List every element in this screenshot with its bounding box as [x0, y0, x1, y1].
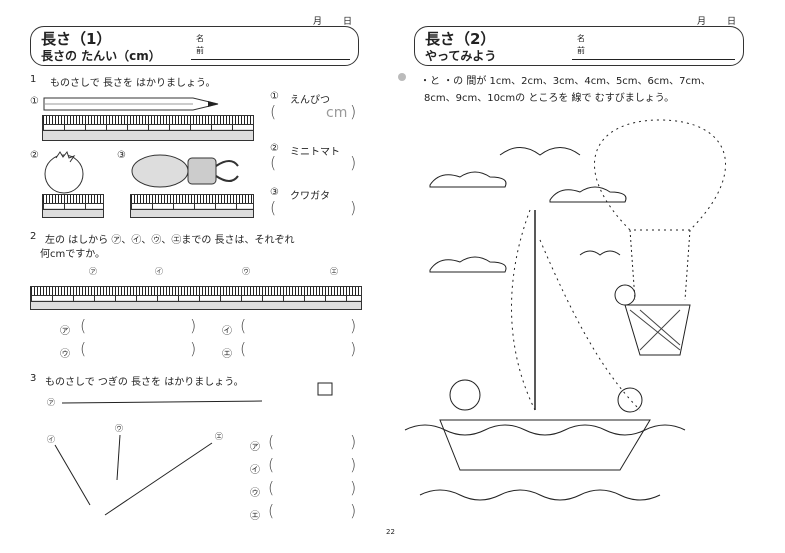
answer-label: ミニトマト	[290, 147, 340, 158]
answer-number: ③	[270, 187, 279, 198]
page-number: 22	[386, 528, 395, 536]
answer-paren-open: (	[270, 153, 277, 172]
page-title: 長さ（2）	[425, 30, 496, 48]
marker-i: ㋑	[155, 267, 163, 276]
item-number: ②	[30, 150, 39, 161]
name-label: 名	[577, 34, 585, 43]
answer-label: ㋑	[222, 326, 232, 337]
page-title: 長さ（1）	[41, 30, 112, 48]
line-label: ㋓	[215, 432, 223, 441]
q1-number: 1	[30, 74, 37, 85]
answer-field-tomato[interactable]	[280, 153, 348, 173]
q2-text-2: 何cmですか。	[40, 249, 106, 260]
month-label: 月	[697, 17, 707, 27]
line-label: ㋐	[47, 398, 55, 407]
item-number: ①	[30, 96, 39, 107]
page-subtitle: やってみよう	[425, 49, 497, 63]
answer-label: ㋒	[60, 349, 70, 360]
answer-number: ①	[270, 91, 279, 102]
name-label: 名	[196, 34, 204, 43]
balloon-boat-dot-picture	[404, 119, 727, 501]
answer-label: えんぴつ	[290, 95, 330, 106]
marker-a: ㋐	[89, 267, 97, 276]
bullet-icon	[398, 73, 406, 81]
day-label: 日	[727, 17, 737, 27]
answer-paren-close: )	[350, 102, 357, 121]
left-header: 長さ（1） 長さの たんい（cm） 名 前	[30, 26, 359, 66]
answer-paren-close: )	[350, 153, 357, 172]
q3-number: 3	[30, 373, 37, 384]
answer-field-pencil[interactable]	[280, 102, 325, 122]
q2-number: 2	[30, 231, 37, 242]
q1-text: ものさしで 長さを はかりましょう。	[50, 78, 216, 89]
q3-text: ものさしで つぎの 長さを はかりましょう。	[45, 377, 244, 388]
marker-e: ㋓	[330, 267, 338, 276]
line-label: ㋑	[47, 435, 55, 444]
line-label: ㋒	[115, 424, 123, 433]
right-header: 長さ（2） やってみよう 名 前	[414, 26, 744, 66]
answer-number: ②	[270, 143, 279, 154]
unit-label: cm	[326, 105, 348, 121]
answer-paren-open: (	[270, 102, 277, 121]
answer-label: ㋓	[222, 349, 232, 360]
q2-text: 左の はしから ㋐、㋑、㋒、㋓までの 長さは、それぞれ	[45, 235, 295, 246]
ruler	[130, 194, 254, 218]
answer-label: ㋑	[250, 465, 260, 476]
marker-u: ㋒	[242, 267, 250, 276]
instruction-text: ・と ・の 間が 1cm、2cm、3cm、4cm、5cm、6cm、7cm、	[420, 76, 711, 87]
pencil-image	[43, 97, 219, 111]
instruction-text-2: 8cm、9cm、10cmの ところを 線で むすびましょう。	[424, 93, 675, 104]
answer-label: ㋐	[60, 326, 70, 337]
page-subtitle: 長さの たんい（cm）	[41, 49, 161, 63]
day-label: 日	[343, 17, 353, 27]
item-number: ③	[117, 150, 126, 161]
month-label: 月	[313, 17, 323, 27]
ruler	[42, 194, 104, 218]
name-field[interactable]	[572, 59, 735, 60]
measure-lines	[54, 382, 333, 516]
answer-label: ㋐	[250, 442, 260, 453]
answer-label: ㋓	[250, 511, 260, 522]
name-label: 前	[196, 46, 204, 55]
answer-label: クワガタ	[290, 191, 330, 202]
answer-paren-open: (	[270, 198, 277, 217]
answer-field-beetle[interactable]	[280, 198, 348, 218]
stag-beetle-image	[131, 154, 239, 188]
ruler	[42, 115, 254, 141]
name-label: 前	[577, 46, 585, 55]
tomato-image	[44, 150, 84, 194]
name-field[interactable]	[191, 59, 350, 60]
answer-paren-close: )	[350, 198, 357, 217]
long-ruler	[30, 286, 362, 310]
answer-label: ㋒	[250, 488, 260, 499]
